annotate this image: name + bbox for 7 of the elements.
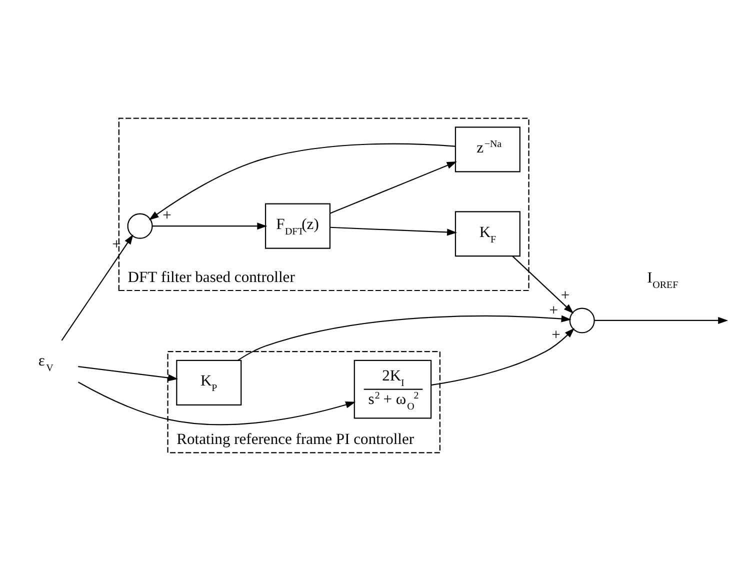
edge-label: + — [552, 326, 560, 344]
edge-label: + — [560, 287, 570, 304]
edge-label: + — [162, 206, 172, 224]
edge-label: + — [112, 236, 121, 254]
edge-label: + — [549, 302, 558, 319]
edge-label: I$_{OREF}$ — [647, 269, 678, 291]
node-text: ε$_{V}$ — [38, 352, 54, 374]
